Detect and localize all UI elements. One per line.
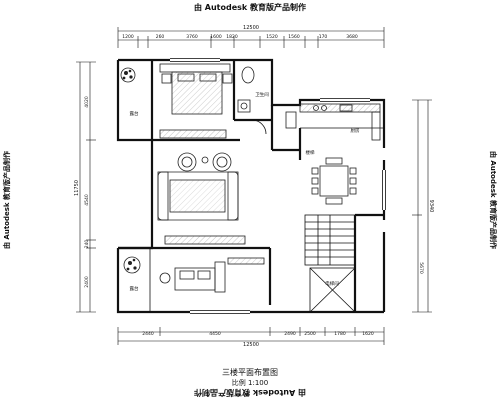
dim-left-overall: 11750 [74, 180, 80, 196]
windows [170, 58, 386, 314]
bed [171, 71, 223, 115]
interior-walls [118, 60, 384, 313]
dimension-chain-left: 11750 4020 4540 240 2400 [74, 61, 96, 313]
room-label-balcony-bottom: 露台 [130, 285, 139, 292]
dim-bottom-seg: 1620 [362, 331, 374, 337]
armchair-right [212, 152, 232, 172]
balcony-bottom: 露台 [123, 256, 141, 292]
dim-left-seg: 4020 [84, 96, 90, 108]
sofa [157, 171, 239, 221]
dim-bottom-seg: 2500 [304, 331, 316, 337]
room-label-elevator: 电梯间 [325, 280, 339, 287]
dim-left-seg: 4540 [84, 194, 90, 206]
plan-scale: 比例 1:100 [231, 379, 269, 387]
dim-bottom-seg: 2440 [142, 331, 154, 337]
dim-left-seg: 2400 [84, 276, 90, 288]
plant-icon [120, 67, 136, 83]
study [159, 257, 265, 293]
dim-right-overall: 9340 [428, 200, 434, 213]
bedroom [159, 63, 233, 139]
elevator: 电梯间 [309, 267, 356, 313]
dim-top-seg: 1820 [226, 34, 238, 40]
watermark-left: 由 Autodesk 教育版产品制作 [3, 151, 11, 250]
room-label-bathroom: 卫生间 [255, 91, 269, 98]
dim-top-seg: 1200 [122, 34, 134, 40]
dim-bottom-seg: 1780 [334, 331, 346, 337]
dimension-chain-top: 12500 1200 260 3760 1600 1820 1520 1560 … [117, 25, 385, 48]
watermark-top: 由 Autodesk 教育版产品制作 [193, 3, 306, 12]
dining-area [311, 157, 357, 205]
watermark-right: 由 Autodesk 教育版产品制作 [489, 150, 497, 249]
bathroom: 卫生间 [237, 66, 269, 135]
staircase [305, 215, 355, 265]
dim-top-seg: 1600 [210, 34, 222, 40]
plan-title: 三楼平面布置图 [222, 368, 278, 377]
dim-top-overall: 12500 [243, 25, 259, 31]
room-label-kitchen: 厨房 [351, 127, 360, 134]
room-label-stair-hall: 楼梯 [306, 149, 315, 156]
balcony-top: 露台 [120, 67, 139, 117]
plant-icon [123, 256, 141, 274]
dim-bottom-seg: 2490 [284, 331, 296, 337]
dim-bottom-seg: 4450 [209, 331, 221, 337]
dim-top-seg: 3680 [346, 34, 358, 40]
dimension-chain-right: 9340 5670 [412, 99, 434, 313]
room-label-balcony-top: 露台 [130, 110, 139, 117]
dim-top-seg: 1560 [288, 34, 300, 40]
dim-top-seg: 3760 [186, 34, 198, 40]
dim-right-seg: 5670 [418, 262, 424, 274]
dim-left-seg: 240 [84, 240, 90, 249]
armchair-left [177, 152, 197, 172]
kitchen: 厨房 楼梯 [285, 103, 381, 156]
dim-top-seg: 260 [156, 34, 165, 40]
dim-top-seg: 170 [319, 34, 328, 40]
dimension-chain-bottom: 2440 4450 2490 2500 1780 1620 12500 [117, 327, 385, 348]
dim-top-seg: 1520 [266, 34, 278, 40]
watermark-bottom: 由 Autodesk 教育版产品制作 [194, 388, 307, 397]
dim-bottom-overall: 12500 [243, 342, 259, 348]
living-room [157, 152, 246, 245]
